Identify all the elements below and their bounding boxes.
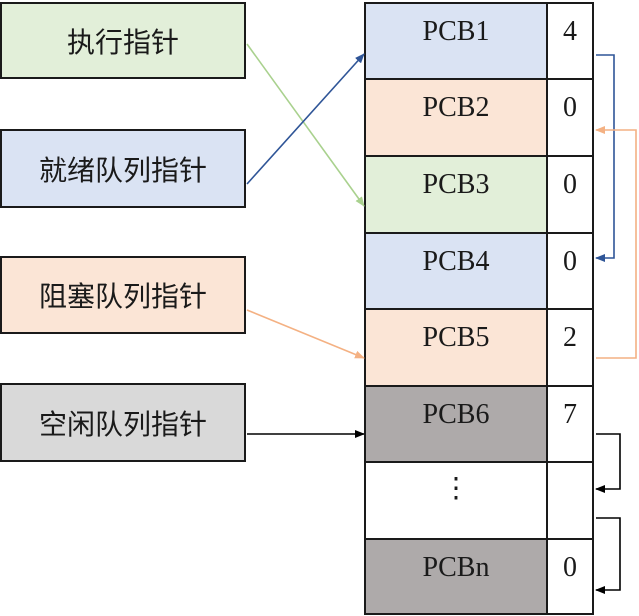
link-pcb5-to-pcb2	[595, 126, 637, 359]
link-pcb6-to-next	[595, 433, 621, 493]
pcb-row-1-link: 4	[546, 2, 594, 80]
ready-queue-pointer-box: 就绪队列指针	[0, 129, 246, 208]
pcb-link: 0	[563, 92, 577, 123]
pcb-name: PCB3	[422, 169, 490, 200]
pcb-row-6-link: 7	[546, 385, 594, 463]
pcb-row-1-name: PCB1	[364, 2, 548, 80]
pcb-row-ellipsis-name: ⋮	[364, 461, 548, 540]
ellipsis: ⋮	[442, 473, 470, 504]
pcb-row-5-name: PCB5	[364, 308, 548, 387]
pcb-row-4-name: PCB4	[364, 232, 548, 310]
blocked-queue-pointer-box: 阻塞队列指针	[0, 256, 246, 334]
link-ellipsis-to-pcbn	[595, 517, 621, 594]
pcb-row-n-link: 0	[546, 538, 594, 615]
pcb-row-4-link: 0	[546, 232, 594, 310]
pcb-row-6-name: PCB6	[364, 385, 548, 463]
pcb-name: PCBn	[422, 552, 490, 583]
pcb-row-3-link: 0	[546, 155, 594, 234]
pcb-link: 4	[563, 16, 577, 47]
exec-pointer-box: 执行指针	[0, 2, 246, 79]
pcb-row-ellipsis-link	[546, 461, 594, 540]
ready-queue-pointer-label: 就绪队列指针	[38, 153, 207, 187]
pcb-name: PCB5	[422, 322, 490, 353]
pcb-name: PCB6	[422, 399, 490, 430]
exec-pointer-arrow	[246, 43, 365, 207]
pcb-link: 0	[563, 246, 577, 277]
pcb-name: PCB2	[422, 92, 490, 123]
free-queue-pointer-label: 空闲队列指针	[38, 407, 207, 441]
pcb-link: 2	[563, 322, 577, 353]
pcb-name: PCB1	[422, 16, 490, 47]
ready-pointer-arrow	[246, 53, 365, 185]
free-queue-pointer-box: 空闲队列指针	[0, 383, 246, 462]
pcb-row-2-link: 0	[546, 78, 594, 157]
pcb-link: 0	[563, 169, 577, 200]
blocked-pointer-arrow	[246, 309, 365, 359]
pcb-row-5-link: 2	[546, 308, 594, 387]
link-pcb1-to-pcb4	[595, 54, 615, 262]
pcb-name: PCB4	[422, 246, 490, 277]
blocked-queue-pointer-label: 阻塞队列指针	[38, 280, 207, 313]
pcb-row-n-name: PCBn	[364, 538, 548, 615]
exec-pointer-label: 执行指针	[66, 25, 179, 59]
pcb-link: 7	[563, 399, 577, 430]
pcb-row-2-name: PCB2	[364, 78, 548, 157]
pcb-link: 0	[563, 552, 577, 583]
